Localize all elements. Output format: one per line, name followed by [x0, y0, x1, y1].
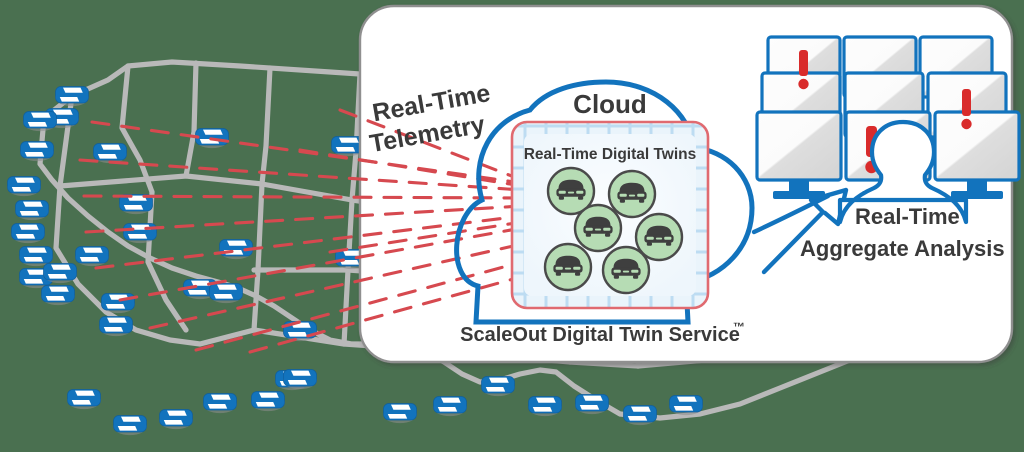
- twin-instance: [573, 203, 623, 253]
- analyst-silhouette: [837, 119, 969, 225]
- twin-instance: [601, 245, 651, 295]
- panel-caption-trademark: ™: [733, 320, 745, 334]
- panel-caption: ScaleOut Digital Twin Service ™: [460, 320, 745, 346]
- twin-instance: [634, 212, 684, 262]
- monitor-wall: [755, 35, 1021, 225]
- panel-caption-text: ScaleOut Digital Twin Service: [460, 324, 740, 346]
- digital-twins-box: Real-Time Digital Twins: [510, 120, 710, 310]
- analysis-label-line2: Aggregate Analysis: [800, 236, 1005, 261]
- twin-instance: [607, 169, 657, 219]
- aggregate-analysis-arrow-tail: [751, 193, 831, 235]
- twin-instances: [543, 166, 684, 295]
- twins-box-title: Real-Time Digital Twins: [524, 146, 697, 163]
- twin-instance: [543, 242, 593, 292]
- twin-instance: [546, 166, 596, 216]
- cloud-label: Cloud: [573, 89, 647, 119]
- monitor: [755, 110, 843, 199]
- alert-indicator: [961, 89, 972, 130]
- analysis-label-line1: Real-Time: [855, 204, 960, 229]
- alert-indicator: [798, 50, 809, 90]
